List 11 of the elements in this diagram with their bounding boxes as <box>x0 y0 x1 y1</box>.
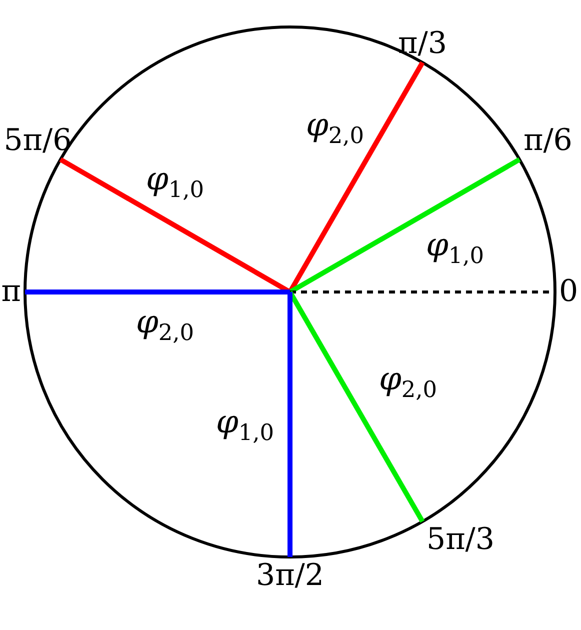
angle-label: π/6 <box>519 122 576 160</box>
radius-line <box>288 290 425 523</box>
angle-label: π/3 <box>394 24 451 62</box>
angle-label: 5π/6 <box>0 122 76 160</box>
angle-label: 3π/2 <box>252 557 328 595</box>
angle-label: 0 <box>555 273 581 311</box>
angle-label: 5π/3 <box>422 521 498 560</box>
radius-line <box>25 290 290 294</box>
radius-line <box>288 157 521 294</box>
radius-line <box>288 292 292 557</box>
angle-label: π <box>0 273 25 311</box>
